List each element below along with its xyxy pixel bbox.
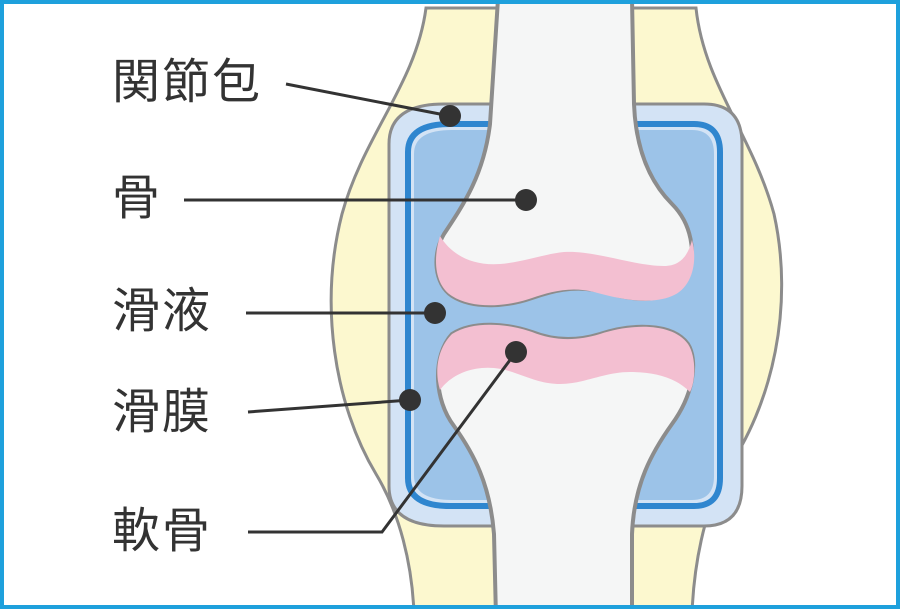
leader-cartilage: [248, 351, 518, 534]
label-bone: 骨: [112, 170, 163, 226]
dot-bone: [515, 189, 537, 211]
joint-illustration: [184, 4, 784, 605]
synovial-membrane: [405, 121, 723, 509]
dot-membrane: [399, 389, 421, 411]
dot-capsule: [439, 105, 461, 127]
pointer-dots: [399, 105, 537, 411]
dot-fluid: [424, 302, 446, 324]
dot-cartilage: [505, 341, 527, 363]
lower-bone: [435, 322, 696, 605]
leader-membrane: [247, 398, 411, 414]
label-synovial-membrane: 滑膜: [112, 384, 213, 440]
label-synovial-fluid: 滑液: [112, 283, 213, 339]
leader-capsule: [285, 82, 451, 118]
label-cartilage: 軟骨: [112, 503, 213, 559]
leader-lines: [184, 82, 526, 534]
upper-cartilage: [436, 236, 695, 306]
lower-cartilage: [437, 324, 695, 392]
label-capsule: 関節包: [112, 54, 263, 110]
